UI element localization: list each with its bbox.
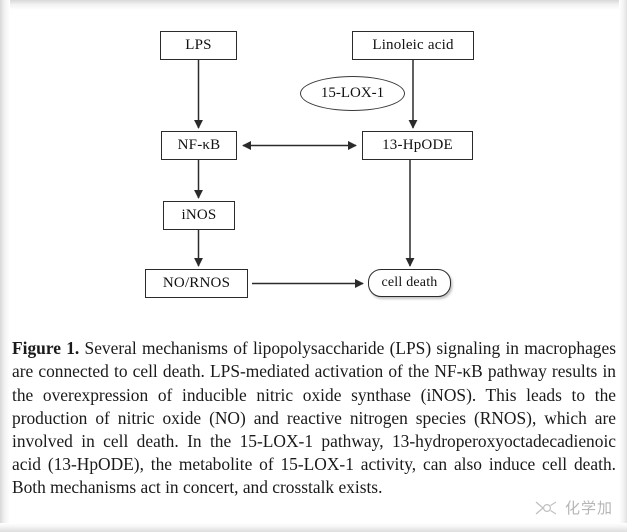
watermark-logo-icon [535, 501, 557, 514]
node-linoleic-acid[interactable]: Linoleic acid [352, 31, 474, 60]
watermark: 化学加 [533, 497, 613, 518]
figure-caption-body: Several mechanisms of lipopolysaccharide… [12, 338, 616, 497]
diagram-connectors [194, 60, 418, 288]
node-inos[interactable]: iNOS [163, 201, 235, 230]
figure-label: Figure 1. [12, 338, 80, 359]
node-15-lox-1[interactable]: 15-LOX-1 [300, 76, 405, 111]
node-nf-kappa-b[interactable]: NF-κB [161, 131, 237, 160]
node-cell-death[interactable]: cell death [368, 269, 451, 297]
page-edge-bottom [0, 523, 627, 532]
watermark-text: 化学加 [564, 499, 613, 517]
node-13-hpode[interactable]: 13-HpODE [362, 131, 473, 160]
figure-caption: Figure 1. Several mechanisms of lipopoly… [12, 337, 616, 499]
pathway-diagram: LPS Linoleic acid 15-LOX-1 NF-κB 13-HpOD… [145, 31, 474, 298]
node-no-rnos[interactable]: NO/RNOS [145, 269, 248, 298]
node-lps[interactable]: LPS [160, 31, 237, 60]
